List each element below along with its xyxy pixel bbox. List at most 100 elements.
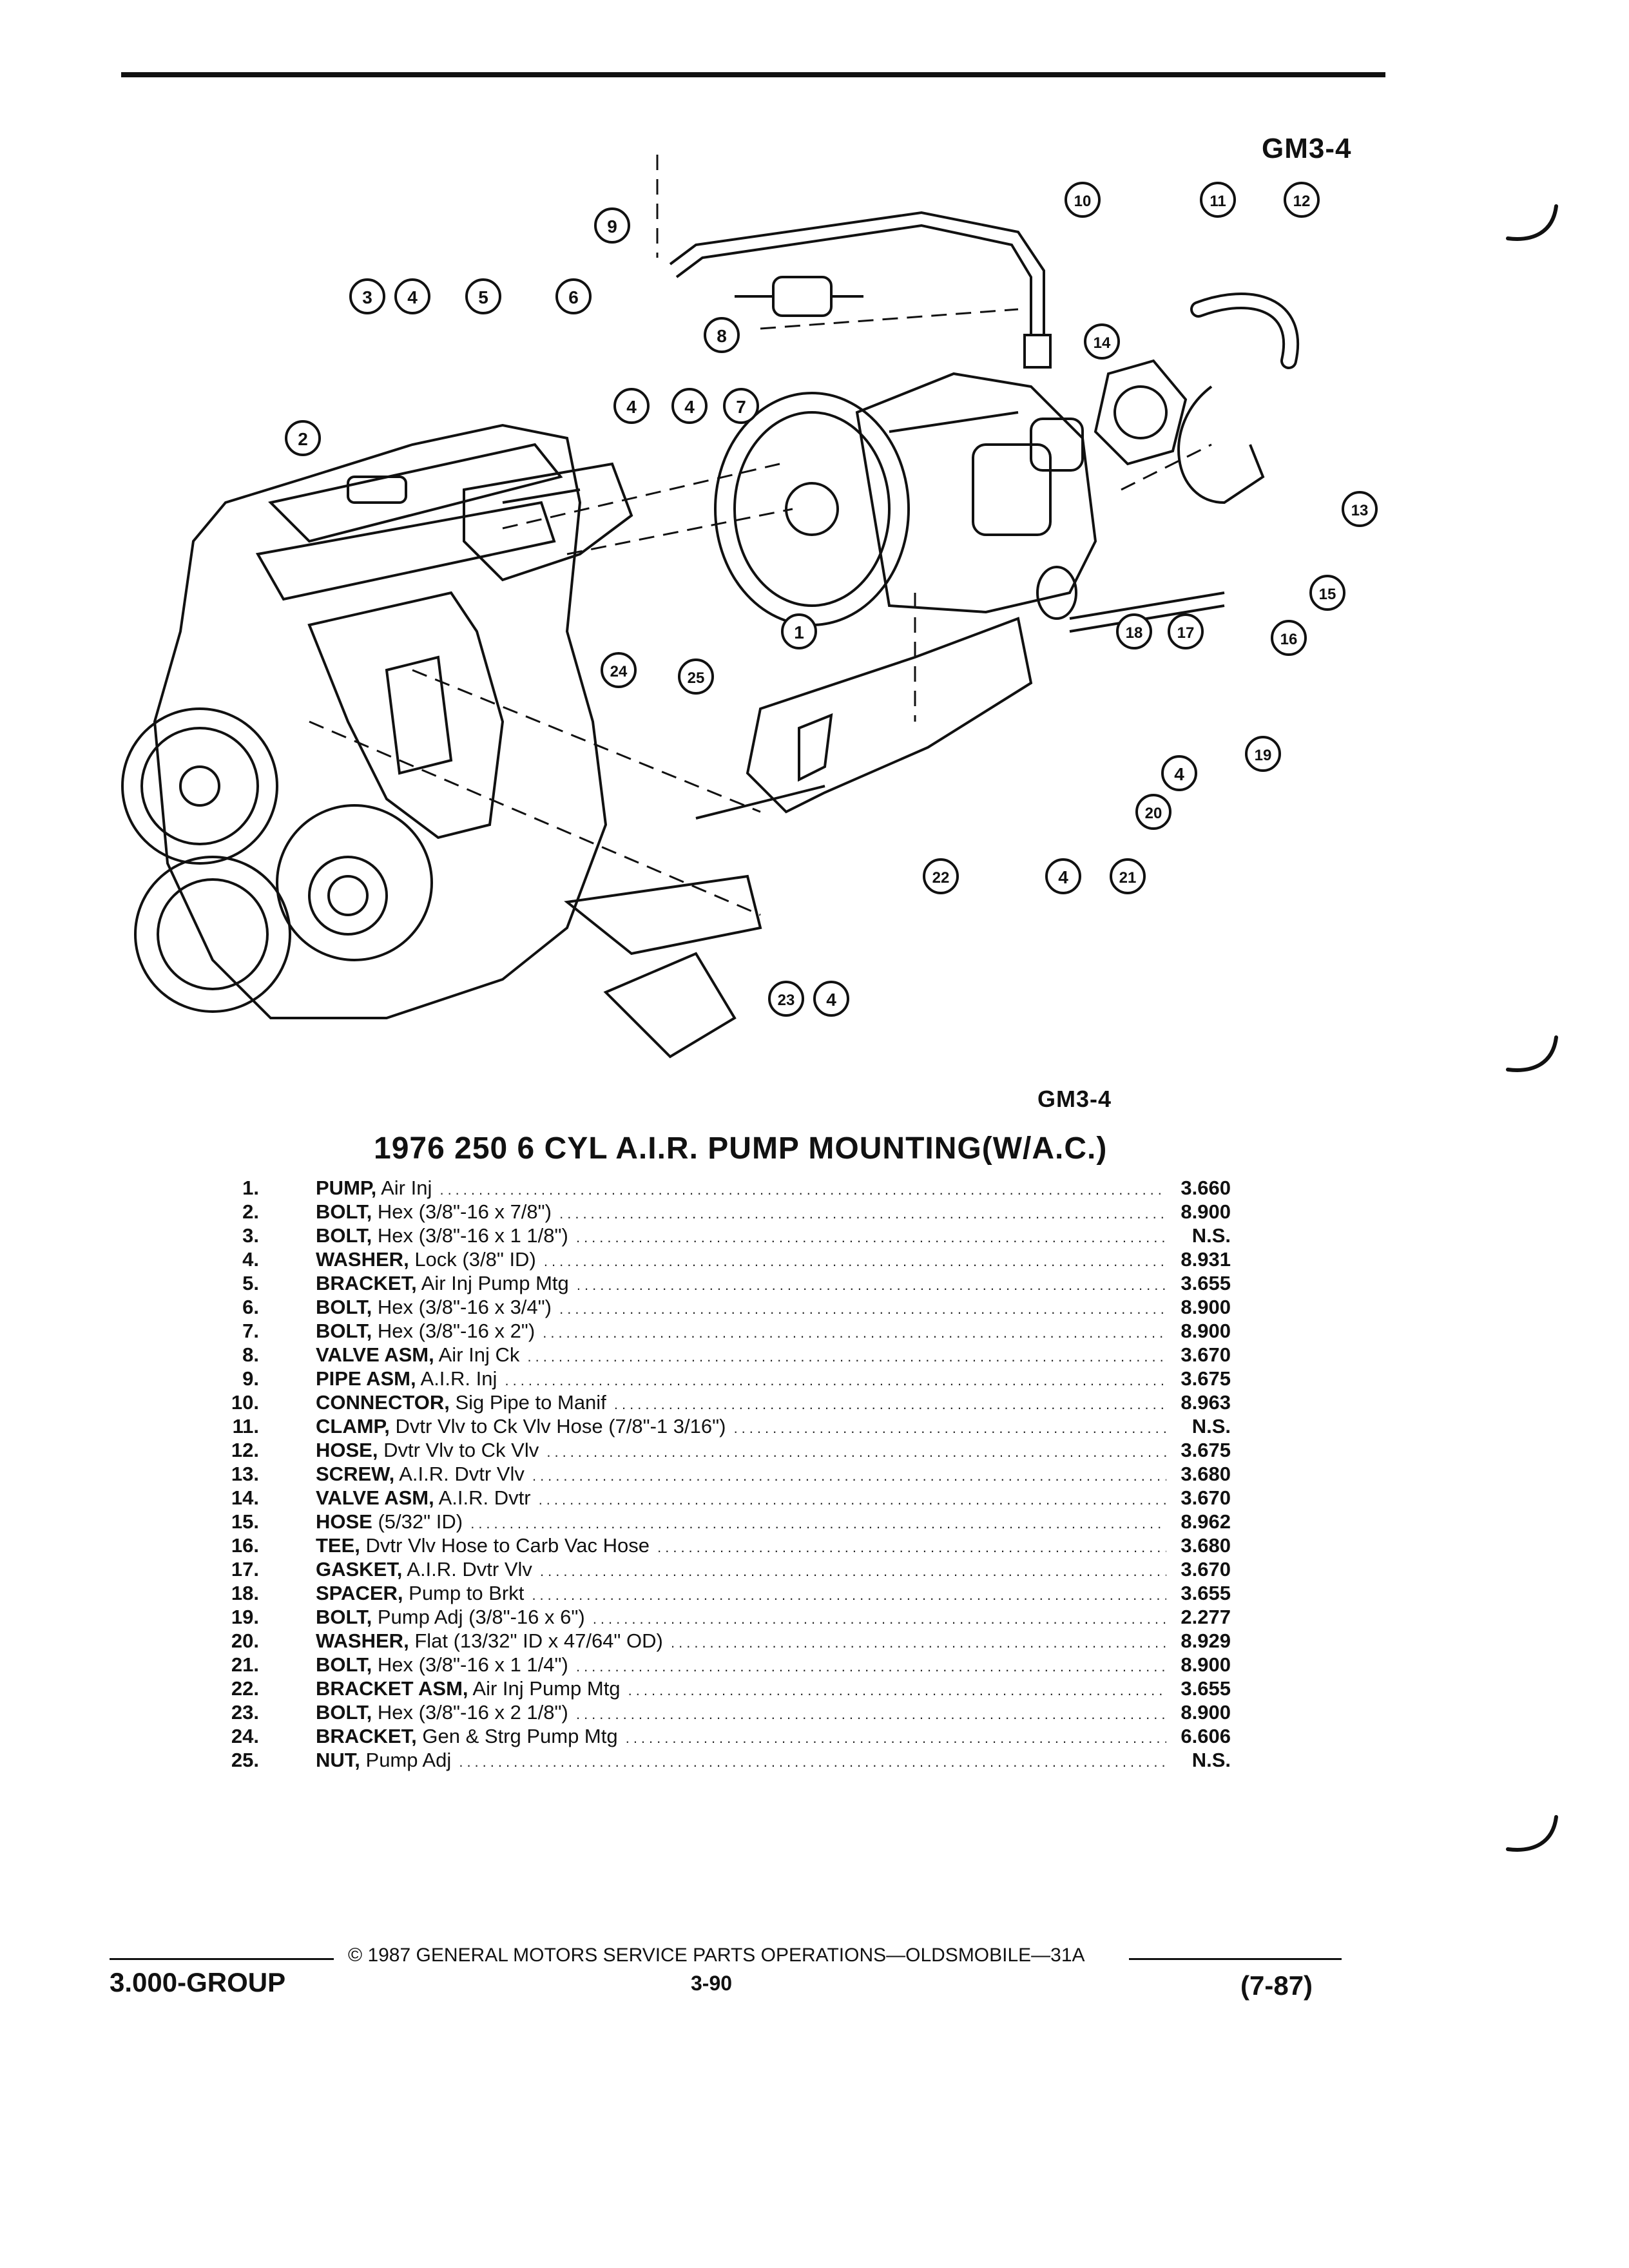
part-group-number: N.S. (1191, 1749, 1231, 1771)
parts-list-row: 10.CONNECTOR, Sig Pipe to Manif ........… (213, 1390, 1231, 1414)
parts-list-row: 1.PUMP, Air Inj ........................… (213, 1176, 1231, 1200)
callout-12: 12 (1284, 182, 1320, 218)
dot-leader: ........................................… (733, 1420, 1166, 1436)
part-name: CLAMP, (316, 1415, 390, 1437)
part-name: BOLT, (316, 1296, 372, 1318)
part-number: 24. (231, 1725, 259, 1747)
part-description: PIPE ASM, A.I.R. Inj ...................… (316, 1367, 1166, 1392)
part-name: GASKET, (316, 1558, 403, 1581)
svg-text:13: 13 (1351, 502, 1369, 519)
part-detail: Air Inj (381, 1177, 432, 1199)
exploded-diagram: 1 2 3 4 5 6 4 4 7 8 9 10 11 12 13 14 15 … (121, 155, 1378, 1059)
svg-text:4: 4 (626, 397, 637, 417)
part-detail: Hex (3/8"-16 x 1 1/8") (377, 1224, 568, 1247)
engine-block-drawing (121, 423, 633, 1019)
part-name: BOLT, (316, 1701, 372, 1724)
part-name: VALVE ASM, (316, 1486, 434, 1509)
part-name: SPACER, (316, 1582, 403, 1604)
part-detail: Sig Pipe to Manif (455, 1391, 606, 1414)
part-number: 1. (242, 1177, 259, 1199)
callout-6: 6 (555, 278, 592, 314)
part-description: SPACER, Pump to Brkt ...................… (316, 1581, 1166, 1607)
part-detail: Air Inj Pump Mtg (421, 1272, 569, 1294)
callout-23: 23 (768, 981, 804, 1017)
part-number: 20. (231, 1629, 259, 1652)
part-description: BOLT, Hex (3/8"-16 x 2 1/8") ...........… (316, 1700, 1166, 1726)
part-number: 15. (231, 1510, 259, 1533)
part-name: PIPE ASM, (316, 1367, 416, 1390)
dot-leader: ........................................… (546, 1444, 1166, 1460)
part-detail: Hex (3/8"-16 x 2 1/8") (377, 1701, 568, 1724)
part-number: 14. (231, 1486, 259, 1509)
dot-leader: ........................................… (559, 1301, 1166, 1317)
part-description: BOLT, Hex (3/8"-16 x 7/8") .............… (316, 1200, 1166, 1225)
air-pump-drawing (714, 372, 1097, 626)
part-detail: Pump Adj (3/8"-16 x 6") (377, 1606, 585, 1628)
svg-text:6: 6 (568, 287, 579, 307)
page-title: 1976 250 6 CYL A.I.R. PUMP MOUNTING(W/A.… (374, 1131, 1108, 1166)
callout-18: 18 (1116, 613, 1152, 649)
group-label: 3.000-GROUP (110, 1967, 286, 1997)
part-detail: A.I.R. Inj (420, 1367, 497, 1390)
callout-13: 13 (1342, 491, 1378, 527)
svg-text:1: 1 (794, 622, 804, 642)
figure-id-top: GM3-4 (1262, 133, 1352, 164)
part-description: BOLT, Pump Adj (3/8"-16 x 6") ..........… (316, 1605, 1166, 1631)
part-description: TEE, Dvtr Vlv Hose to Carb Vac Hose ....… (316, 1533, 1166, 1559)
figure-id-bottom: GM3-4 (1037, 1086, 1112, 1112)
parts-list-row: 6.BOLT, Hex (3/8"-16 x 3/4") ...........… (213, 1295, 1231, 1319)
part-name: BOLT, (316, 1320, 372, 1342)
dot-leader: ........................................… (527, 1349, 1166, 1365)
dot-leader: ........................................… (592, 1611, 1166, 1627)
callout-14: 14 (1084, 323, 1120, 360)
parts-list-row: 7.BOLT, Hex (3/8"-16 x 2") .............… (213, 1319, 1231, 1343)
part-description: BRACKET, Air Inj Pump Mtg ..............… (316, 1271, 1166, 1297)
svg-text:9: 9 (607, 216, 617, 236)
parts-list-row: 4.WASHER, Lock (3/8" ID) ...............… (213, 1247, 1231, 1271)
part-number: 5. (242, 1272, 259, 1294)
parts-list-row: 5. BRACKET, Air Inj Pump Mtg ............… (213, 1271, 1231, 1295)
footer-rule-right (1129, 1958, 1342, 1960)
part-detail: Pump to Brkt (409, 1582, 525, 1604)
part-number: 13. (231, 1463, 259, 1485)
callout-7: 7 (723, 388, 759, 424)
dot-leader: ........................................… (538, 1492, 1166, 1508)
part-group-number: 8.900 (1181, 1296, 1231, 1318)
svg-text:21: 21 (1119, 869, 1137, 887)
part-name: BOLT, (316, 1606, 372, 1628)
part-number: 4. (242, 1248, 259, 1271)
part-group-number: 3.680 (1181, 1534, 1231, 1557)
lower-bracket-drawing (564, 591, 1225, 1059)
part-description: BOLT, Hex (3/8"-16 x 2") ...............… (316, 1319, 1166, 1345)
parts-list-row: 3.BOLT, Hex (3/8"-16 x 1 1/8") .........… (213, 1224, 1231, 1247)
part-number: 16. (231, 1534, 259, 1557)
callout-4d: 4 (1161, 755, 1197, 791)
part-description: HOSE, Dvtr Vlv to Ck Vlv ...............… (316, 1438, 1166, 1464)
dot-leader: ........................................… (532, 1468, 1166, 1484)
svg-text:23: 23 (778, 992, 795, 1009)
parts-list-row: 22.BRACKET ASM, Air Inj Pump Mtg .......… (213, 1677, 1231, 1700)
callout-17: 17 (1168, 613, 1204, 649)
dot-leader: ........................................… (575, 1706, 1166, 1722)
part-detail: (5/32" ID) (378, 1510, 463, 1533)
dot-leader: ........................................… (540, 1563, 1166, 1579)
part-group-number: 8.929 (1181, 1629, 1231, 1652)
part-name: BOLT, (316, 1224, 372, 1247)
part-name: BOLT, (316, 1200, 372, 1223)
part-group-number: 8.931 (1181, 1248, 1231, 1271)
part-number: 25. (231, 1749, 259, 1771)
part-name: PUMP, (316, 1177, 377, 1199)
parts-list-row: 18.SPACER, Pump to Brkt ................… (213, 1581, 1231, 1605)
dot-leader: ........................................… (628, 1682, 1166, 1698)
callout-markers: 1 2 3 4 5 6 4 4 7 8 9 10 11 12 13 14 15 … (285, 182, 1378, 1017)
part-detail: Air Inj Pump Mtg (472, 1677, 621, 1700)
part-description: BRACKET, Gen & Strg Pump Mtg ...........… (316, 1724, 1166, 1750)
part-number: 11. (232, 1415, 259, 1437)
callout-4b: 4 (613, 388, 650, 424)
part-number: 2. (242, 1200, 259, 1223)
svg-text:8: 8 (717, 326, 727, 346)
callout-5: 5 (465, 278, 501, 314)
callout-4e: 4 (1045, 858, 1081, 894)
copyright-notice: © 1987 GENERAL MOTORS SERVICE PARTS OPER… (348, 1945, 1085, 1966)
part-number: 22. (231, 1677, 259, 1700)
